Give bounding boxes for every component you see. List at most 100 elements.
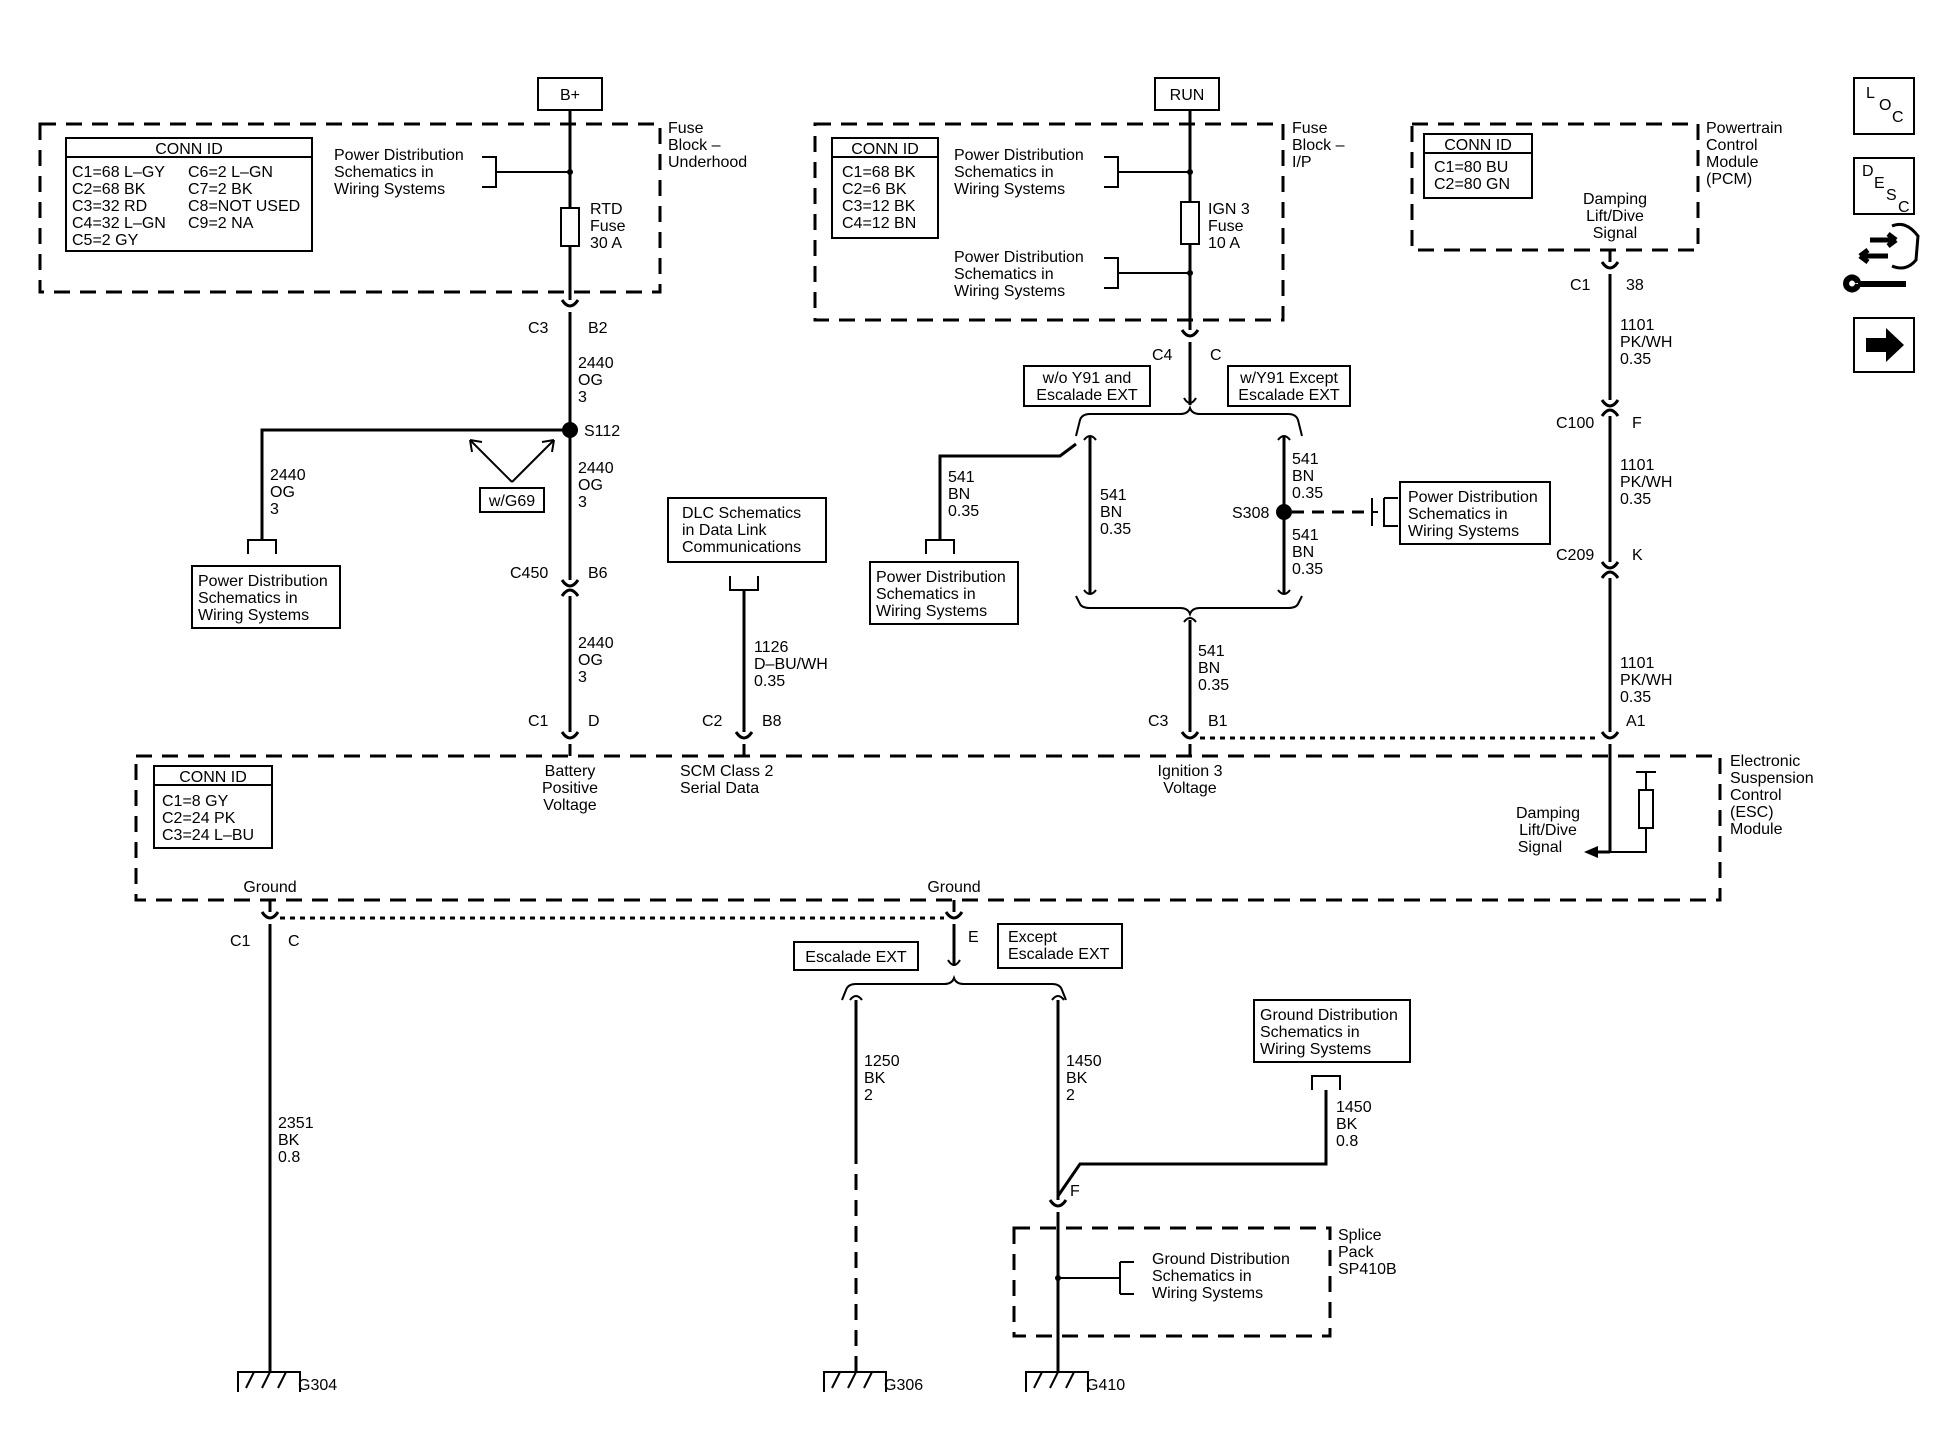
wire-label-line: OG bbox=[270, 484, 295, 501]
next-arrow-icon[interactable] bbox=[1853, 317, 1915, 373]
ref-line: Wiring Systems bbox=[1408, 523, 1519, 540]
conn-id-line: C4=12 BN bbox=[842, 215, 916, 232]
pds-ref-underhood[interactable]: Power Distribution Schematics in Wiring … bbox=[334, 147, 570, 198]
ref-line: Schematics in bbox=[876, 586, 976, 603]
run-source: RUN bbox=[1154, 77, 1220, 111]
option-label: w/o Y91 and bbox=[1042, 370, 1132, 387]
wire-label-line: 0.35 bbox=[1198, 677, 1229, 694]
wire-label-line: 0.35 bbox=[1292, 561, 1323, 578]
pin-damping-signal: Damping Lift/Dive Signal bbox=[1516, 805, 1580, 856]
conn-id-line: C9=2 NA bbox=[188, 215, 254, 232]
splice-pack-line: SP410B bbox=[1338, 1261, 1397, 1278]
conn-id-line: C2=68 BK bbox=[72, 181, 146, 198]
ref-line: Wiring Systems bbox=[334, 181, 445, 198]
wire-label-line: 0.35 bbox=[1620, 491, 1651, 508]
connector-label: 38 bbox=[1626, 277, 1644, 294]
gds-ref-splice[interactable]: Ground Distribution Schematics in Wiring… bbox=[1152, 1251, 1290, 1302]
splice-pack-line: Splice bbox=[1338, 1227, 1382, 1244]
conn-id-line: C3=32 RD bbox=[72, 198, 147, 215]
wire-label-line: 2 bbox=[1066, 1087, 1075, 1104]
dlc-ref[interactable]: DLC Schematics in Data Link Communicatio… bbox=[667, 497, 827, 563]
pullup-resistor bbox=[1610, 772, 1647, 853]
pin-label-line: SCM Class 2 bbox=[680, 763, 773, 780]
wire-label-2440b: 2440 OG 3 bbox=[270, 467, 306, 518]
wire-label-line: BN bbox=[1100, 504, 1122, 521]
pds-ref-mid[interactable]: Power Distribution Schematics in Wiring … bbox=[869, 561, 1019, 625]
connector-label: C2 bbox=[702, 713, 723, 730]
title-line: Underhood bbox=[668, 154, 747, 171]
pds-ref-right[interactable]: Power Distribution Schematics in Wiring … bbox=[1399, 481, 1551, 545]
wire-label-line: 0.35 bbox=[754, 673, 785, 690]
connector-label: B8 bbox=[762, 713, 782, 730]
pin-label-line: Positive bbox=[542, 780, 598, 797]
wire-label-1450a: 1450 BK 2 bbox=[1066, 1053, 1102, 1104]
esc-title: Electronic Suspension Control (ESC) Modu… bbox=[1730, 753, 1814, 838]
pds-ref-left[interactable]: Power Distribution Schematics in Wiring … bbox=[191, 565, 341, 629]
fuse-label-line: Fuse bbox=[1208, 218, 1244, 235]
connector-a1 bbox=[1600, 731, 1620, 740]
conn-id-line: C4=32 L–GN bbox=[72, 215, 166, 232]
title-line: Control bbox=[1730, 787, 1782, 804]
pds-ref-ip-1[interactable]: Power Distribution Schematics in Wiring … bbox=[954, 147, 1190, 198]
pcm-module bbox=[1410, 122, 1700, 252]
wire-label-line: 541 bbox=[1100, 487, 1127, 504]
esc-module bbox=[134, 754, 1722, 902]
fuse-underhood-title: Fuse Block – Underhood bbox=[668, 120, 747, 171]
ref-line: Schematics in bbox=[1408, 506, 1508, 523]
pin-label-line: Signal bbox=[1518, 839, 1562, 856]
ref-line: Power Distribution bbox=[334, 147, 464, 164]
ref-line: Wiring Systems bbox=[876, 603, 987, 620]
pin-label-line: Voltage bbox=[543, 797, 596, 814]
bplus-label: B+ bbox=[560, 87, 580, 104]
ground-name: G304 bbox=[298, 1377, 337, 1394]
ref-line: Schematics in bbox=[1260, 1024, 1360, 1041]
conn-id-line: C1=80 BU bbox=[1434, 159, 1508, 176]
wire-label-line: OG bbox=[578, 372, 603, 389]
pds-ref-ip-2[interactable]: Power Distribution Schematics in Wiring … bbox=[954, 249, 1190, 300]
wire-label-2440d: 2440 OG 3 bbox=[578, 635, 614, 686]
connector-c2-b8 bbox=[734, 731, 754, 740]
title-line: Block – bbox=[1292, 137, 1345, 154]
connector-c1-d bbox=[560, 731, 580, 740]
conn-id-line: C1=68 L–GY bbox=[72, 164, 165, 181]
ref-line: Ground Distribution bbox=[1152, 1251, 1290, 1268]
conn-id-ip: CONN ID C1=68 BK C2=6 BK C3=12 BK C4=12 … bbox=[831, 137, 939, 239]
option-label: Escalade EXT bbox=[1036, 387, 1138, 404]
wire-label-line: BK bbox=[1066, 1070, 1088, 1087]
ign3-fuse-label: IGN 3 Fuse 10 A bbox=[1208, 201, 1250, 252]
splice-label: S308 bbox=[1232, 505, 1269, 522]
connector-c450 bbox=[560, 579, 580, 588]
connector-label: C100 bbox=[1556, 415, 1594, 432]
ref-line: Power Distribution bbox=[954, 249, 1084, 266]
title-line: Fuse bbox=[1292, 120, 1328, 137]
pin-scm-serial: SCM Class 2 Serial Data bbox=[680, 763, 773, 797]
ign3-fuse bbox=[1180, 201, 1200, 245]
wire-label-line: BK bbox=[278, 1132, 300, 1149]
gds-ref-top[interactable]: Ground Distribution Schematics in Wiring… bbox=[1253, 999, 1411, 1063]
desc-icon[interactable]: D E S C bbox=[1853, 157, 1915, 216]
wire-label-line: 2440 bbox=[578, 355, 614, 372]
wire-label-line: 0.35 bbox=[1620, 689, 1651, 706]
conn-id-header: CONN ID bbox=[179, 769, 247, 786]
pin-label-line: Lift/Dive bbox=[1519, 822, 1577, 839]
wire-label-line: 2351 bbox=[278, 1115, 314, 1132]
wire-label-line: BN bbox=[1292, 468, 1314, 485]
conn-id-line: C2=6 BK bbox=[842, 181, 907, 198]
signal-line: Signal bbox=[1593, 225, 1637, 242]
connector-label: F bbox=[1632, 415, 1642, 432]
connector-c209-k bbox=[1600, 570, 1620, 579]
splice-s308 bbox=[1276, 504, 1292, 520]
repair-icon[interactable] bbox=[1843, 222, 1920, 293]
conn-id-header: CONN ID bbox=[155, 141, 223, 158]
wire-label-2351: 2351 BK 0.8 bbox=[278, 1115, 314, 1166]
loc-icon[interactable]: L O C bbox=[1853, 77, 1915, 135]
title-line: Block – bbox=[668, 137, 721, 154]
wire-label-541e: 541 BN 0.35 bbox=[1198, 643, 1229, 694]
connector-label: C bbox=[1210, 347, 1222, 364]
ref-line: Power Distribution bbox=[954, 147, 1084, 164]
title-line: Control bbox=[1706, 137, 1758, 154]
icon-letter: L bbox=[1866, 85, 1875, 102]
connector-label: F bbox=[1070, 1183, 1080, 1200]
connector-label: C1 bbox=[230, 933, 251, 950]
wire-label-541a: 541 BN 0.35 bbox=[948, 469, 979, 520]
